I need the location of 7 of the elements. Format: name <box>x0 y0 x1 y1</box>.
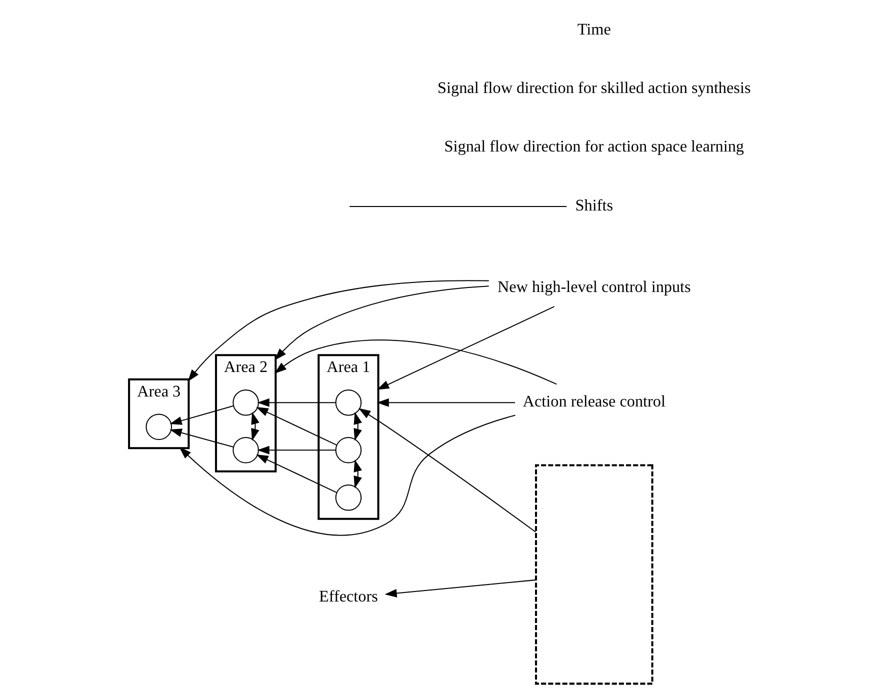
label: Signal flow direction for action space learning <box>444 138 744 156</box>
node-text: Effectors <box>318 588 378 606</box>
label: Time <box>577 21 611 38</box>
label: Signal flow direction for skilled action synthesis <box>438 80 751 97</box>
node-text: Action release control <box>522 393 666 410</box>
node-text: Shifts <box>575 197 614 214</box>
node-text: New high-level control inputs <box>497 279 691 296</box>
